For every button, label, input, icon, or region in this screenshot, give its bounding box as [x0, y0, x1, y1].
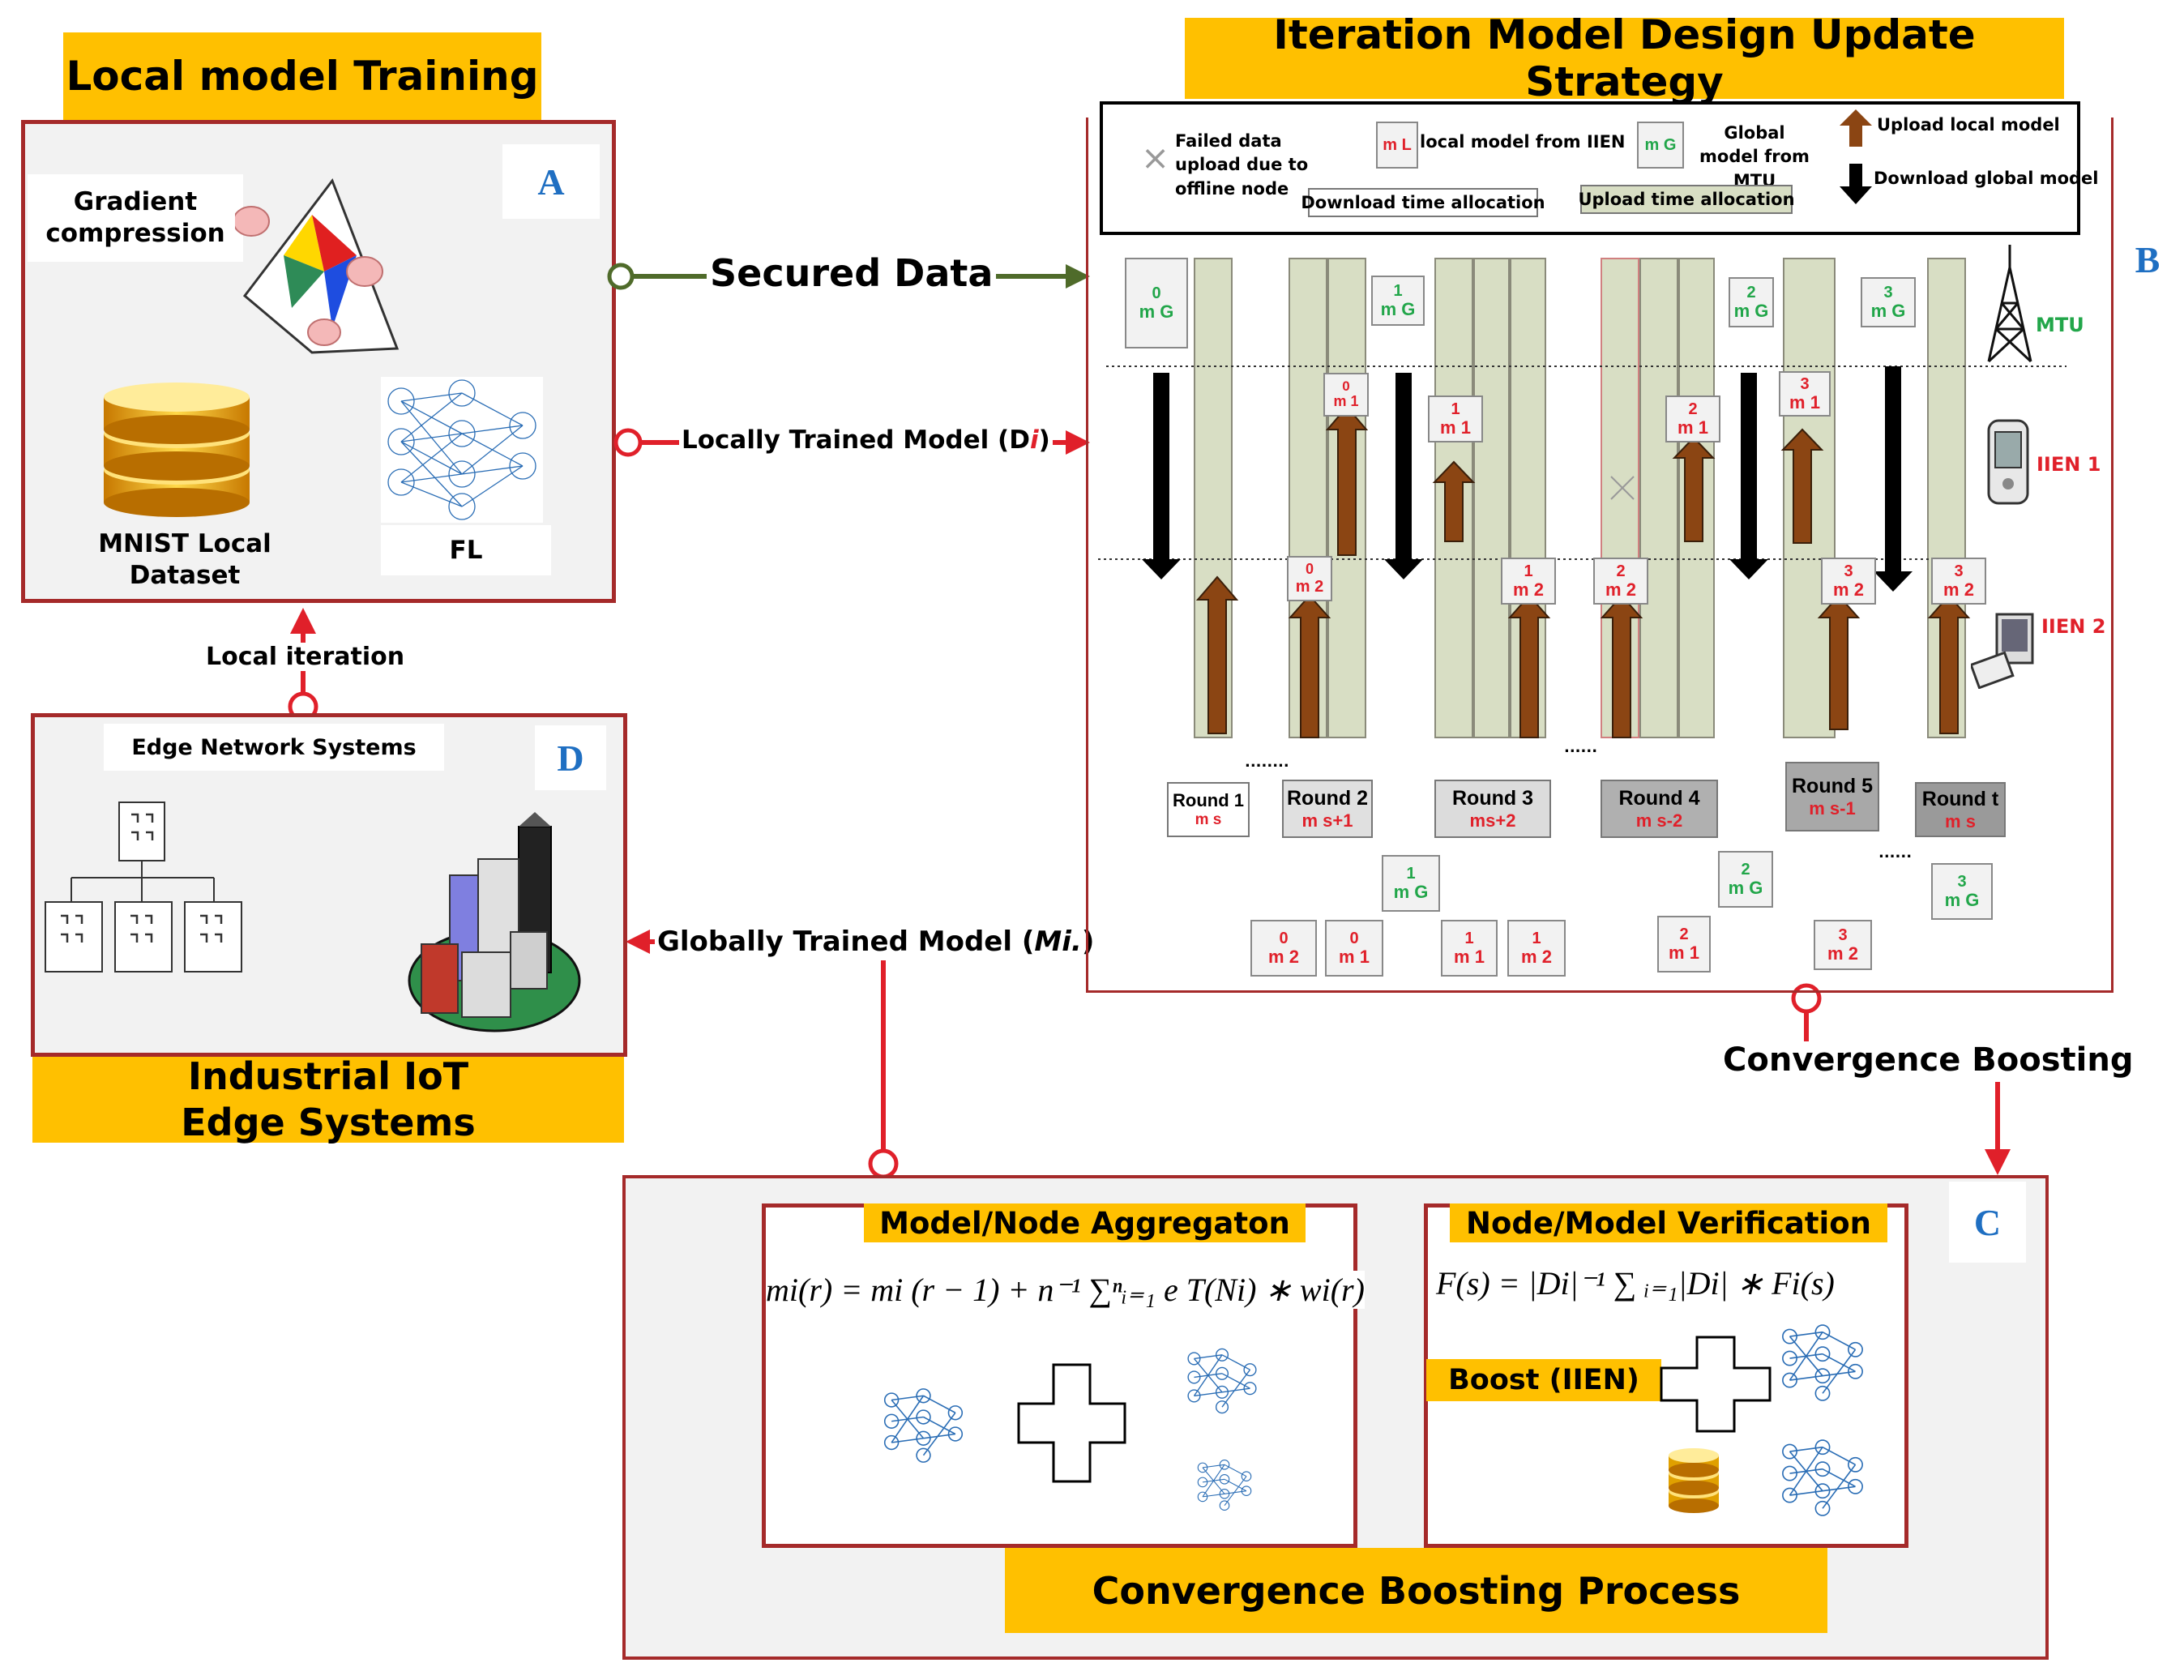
ellipsis: ...... [1878, 844, 1913, 861]
panel-c-letter: C [1949, 1182, 2026, 1263]
pda-device-icon [1987, 419, 2029, 505]
ellipsis: ...... [1564, 739, 1598, 756]
locally-trained-label: Locally Trained Model (Di) [679, 425, 1053, 455]
convergence-boosting-label: Convergence Boosting [1723, 1041, 2134, 1079]
neural-network-icon [881, 1382, 966, 1469]
legend-upload-label: Upload local model [1877, 115, 2060, 135]
iteration-strategy-title: Iteration Model Design Update Strategy [1185, 11, 2064, 105]
ellipsis: ........ [1245, 754, 1289, 771]
gradient-compression-icon [235, 177, 400, 354]
time-column [1473, 258, 1510, 738]
legend-download-time: Download time allocation [1301, 188, 1545, 217]
local-iteration-label: Local iteration [203, 643, 408, 671]
fl-label: FL [381, 525, 551, 575]
industrial-city-icon [408, 812, 581, 1032]
verification-title: Node/Model Verification [1450, 1203, 1887, 1242]
neural-network-icon [1185, 1337, 1259, 1425]
mtu-label: MTU [2036, 314, 2084, 336]
panel-b-frame [1086, 118, 2113, 993]
plus-icon [1660, 1336, 1772, 1433]
neural-network-icon [1195, 1443, 1254, 1528]
boost-iien-label: Boost (IIEN) [1426, 1359, 1661, 1401]
computer-icon [1971, 613, 2034, 689]
legend-ml-icon: m L [1376, 122, 1418, 169]
secured-data-label: Secured Data [707, 251, 997, 295]
industrial-iot-title: Industrial IoT Edge Systems [32, 1054, 624, 1144]
panel-b-letter: B [2115, 227, 2180, 292]
database-icon [104, 383, 250, 517]
iien1-label: IIEN 1 [2037, 453, 2101, 476]
globally-trained-label: Globally Trained Model (Mi.) [655, 925, 1097, 958]
aggregation-title: Model/Node Aggregaton [864, 1203, 1306, 1242]
mnist-dataset-label: MNIST Local Dataset [98, 529, 271, 590]
legend-upload-time: Upload time allocation [1578, 185, 1795, 214]
convergence-process-title: Convergence Boosting Process [1005, 1548, 1827, 1633]
panel-a-letter: A [502, 144, 600, 219]
time-column [1639, 258, 1678, 738]
edge-network-label: Edge Network Systems [104, 724, 444, 771]
failed-upload-x-icon: × [1141, 138, 1170, 177]
network-topology-icon [45, 802, 242, 973]
plus-icon [1017, 1363, 1126, 1483]
legend-download-arrow-icon [1840, 164, 1872, 204]
gradient-compression-label: Gradient compression [28, 174, 243, 262]
neural-network-icon [381, 377, 543, 523]
panel-d-letter: D [535, 725, 606, 790]
aggregation-formula: mi(r) = mi (r − 1) + n⁻¹ ∑ⁿᵢ₌₁ e T(Ni) ∗… [766, 1271, 1365, 1309]
local-training-title: Local model Training [63, 32, 541, 120]
legend-failed-label: Failed data upload due to offline node [1175, 131, 1309, 199]
neural-network-icon [1779, 1436, 1866, 1520]
legend-local-model-label: local model from IIEN [1420, 132, 1626, 152]
database-icon [1669, 1448, 1719, 1513]
legend-upload-arrow-icon [1840, 109, 1872, 147]
tower-icon [1987, 245, 2032, 363]
iien2-label: IIEN 2 [2041, 615, 2106, 638]
legend-mg-icon: m G [1637, 122, 1684, 169]
legend-download-label: Download global model [1874, 169, 2099, 188]
neural-network-icon [1779, 1321, 1866, 1404]
verification-formula: F(s) = |Di|⁻¹ ∑ ᵢ₌₁|Di| ∗ Fi(s) [1436, 1264, 1835, 1302]
